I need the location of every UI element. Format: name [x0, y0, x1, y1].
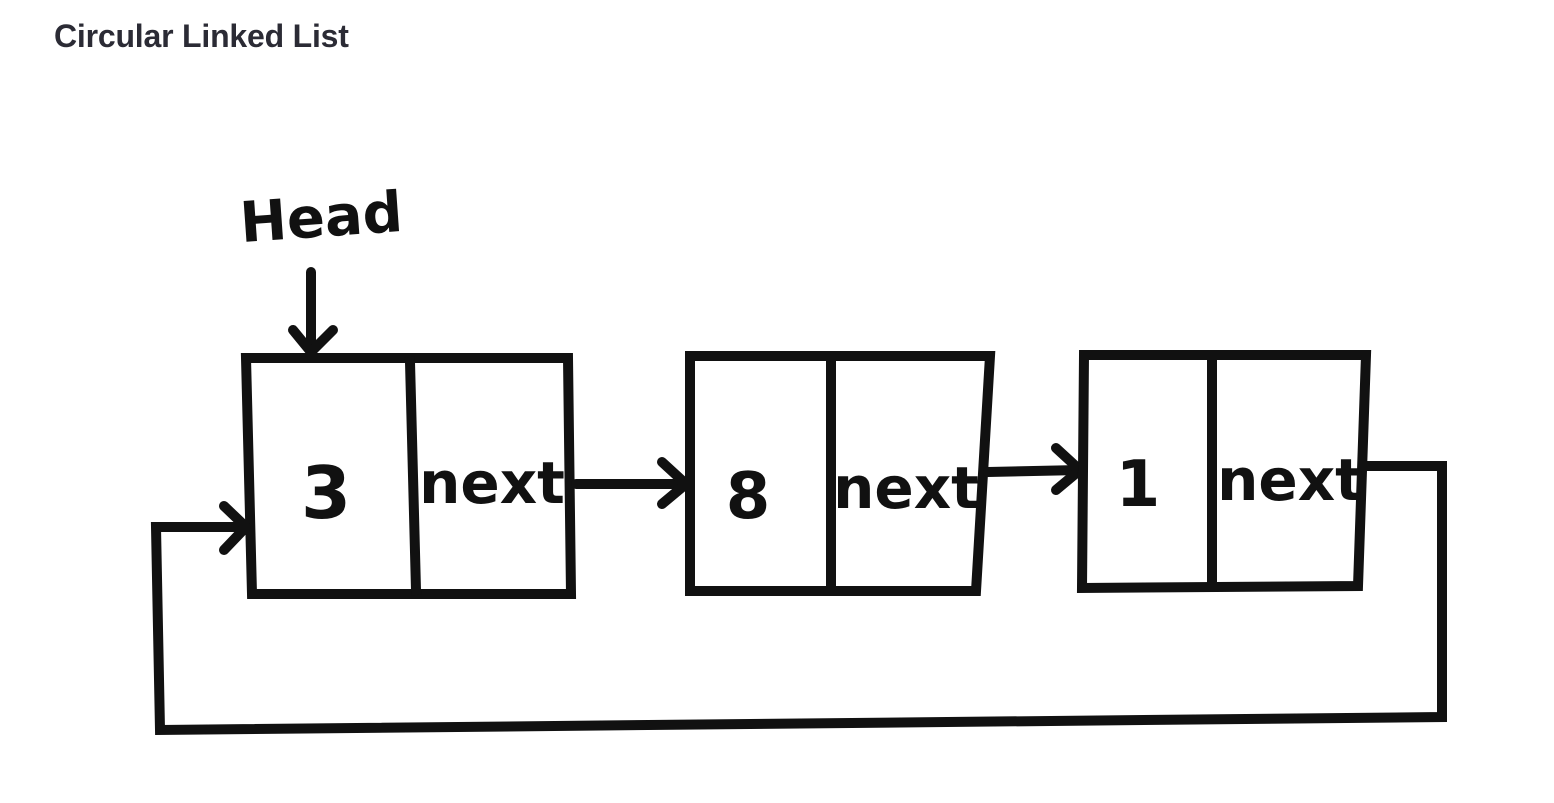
- page-title: Circular Linked List: [54, 18, 349, 54]
- next-arrow-1: [571, 457, 691, 509]
- circular-return-arrow: [150, 461, 1447, 736]
- head-pointer-arrow: [288, 267, 338, 357]
- next-arrow-2: [983, 443, 1085, 495]
- node-1-value: 3: [301, 451, 351, 535]
- node-1: 3 next: [240, 353, 577, 599]
- node-2-value: 8: [726, 460, 771, 534]
- head-label: Head: [238, 180, 405, 256]
- node-2-next-label: next: [833, 454, 979, 522]
- node-1-next-label: next: [419, 449, 565, 517]
- node-2: 8 next: [685, 351, 996, 596]
- node-3-value: 1: [1116, 448, 1161, 522]
- node-3: 1 next: [1076, 350, 1372, 594]
- node-3-next-label: next: [1217, 446, 1363, 514]
